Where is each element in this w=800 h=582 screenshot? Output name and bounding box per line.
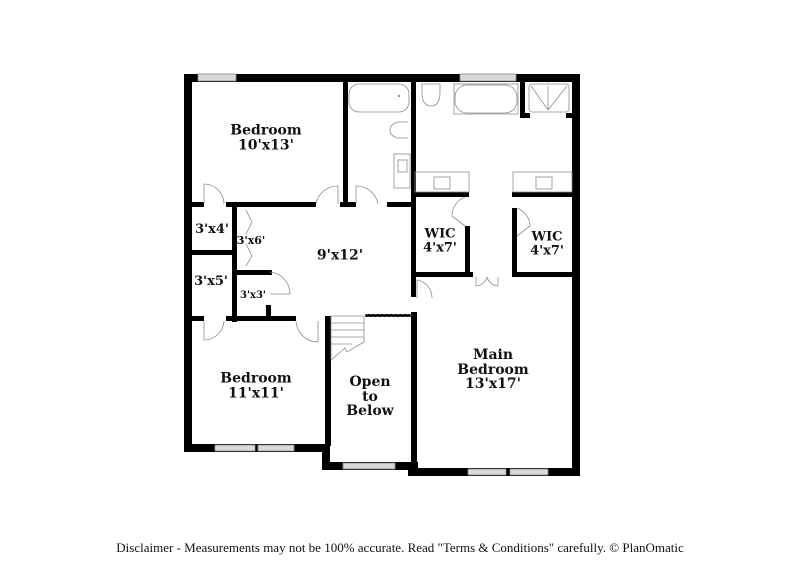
room-size: 13'x17' (465, 376, 521, 393)
room-label-main-bedroom: Main Bedroom 13'x17' (457, 348, 528, 392)
room-label-closet-3x5: 3'x5' (194, 274, 228, 290)
room-size: 4'x7' (423, 240, 457, 255)
label-line: Below (346, 403, 394, 420)
room-label-bedroom-1: Bedroom 10'x13' (230, 123, 301, 152)
room-label-wic-1: WIC 4'x7' (423, 227, 457, 254)
disclaimer-text: Disclaimer - Measurements may not be 100… (116, 540, 684, 555)
room-label-wic-2: WIC 4'x7' (530, 230, 564, 257)
room-label-bedroom-2: Bedroom 11'x11' (220, 371, 291, 400)
interior-walls (192, 82, 576, 470)
label-line: Main (472, 346, 514, 363)
room-label-hall: 9'x12' (316, 247, 364, 264)
room-label-closet-3x3: 3'x3' (239, 289, 267, 301)
label-line: Open (349, 373, 391, 390)
windows (197, 73, 549, 476)
doors (203, 183, 531, 343)
room-name: Bedroom (220, 370, 292, 387)
room-name: Bedroom (230, 122, 302, 139)
room-name: WIC (424, 226, 456, 242)
room-size: 11'x11' (228, 385, 284, 401)
fixtures (330, 83, 573, 361)
room-size: 10'x13' (238, 137, 294, 153)
room-name: WIC (531, 229, 563, 245)
room-label-closet-3x4: 3'x4' (195, 222, 229, 238)
room-label-open-to-below: Open to Below (346, 375, 393, 419)
room-name: Bedroom (457, 361, 529, 378)
label-line: to (362, 388, 378, 405)
railing (364, 313, 412, 318)
room-label-closet-3x6: 3'x6' (236, 234, 266, 248)
room-size: 4'x7' (530, 243, 564, 258)
